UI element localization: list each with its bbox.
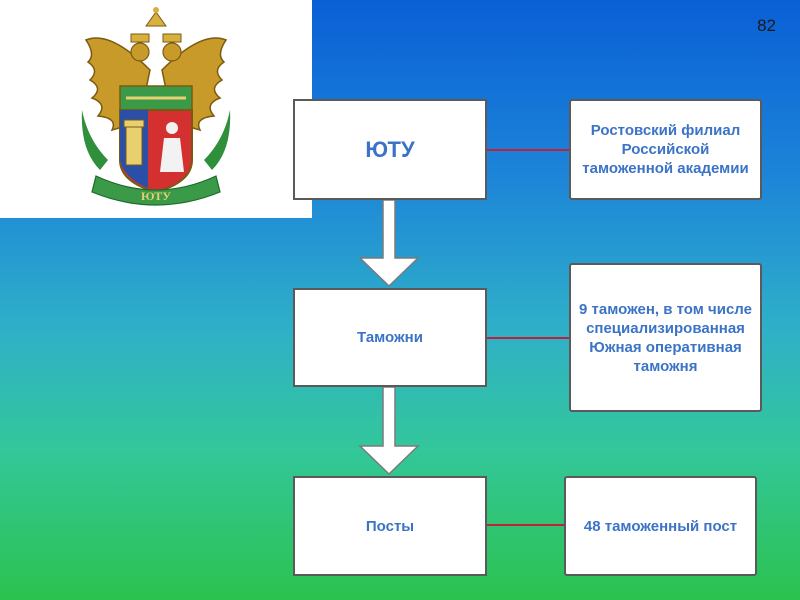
arrow-down-icon (358, 387, 420, 476)
emblem-ribbon-text: ЮТУ (141, 189, 171, 203)
customs-emblem-icon: ЮТУ (81, 7, 231, 206)
level-box-customs: Таможни (293, 288, 487, 387)
description-box-academy: Ростовский филиал Российской таможенной … (569, 99, 762, 200)
connector-line (487, 149, 569, 151)
arrow-down-icon (358, 200, 420, 288)
level-box-yutu: ЮТУ (293, 99, 487, 200)
description-box-customs: 9 таможен, в том числе специализированна… (569, 263, 762, 412)
slide-number: 82 (757, 16, 776, 35)
description-box-posts: 48 таможенный пост (564, 476, 757, 576)
connector-line (487, 337, 569, 339)
level-box-posts: Посты (293, 476, 487, 576)
connector-line (487, 524, 564, 526)
logo-panel: ЮТУ (0, 0, 312, 218)
